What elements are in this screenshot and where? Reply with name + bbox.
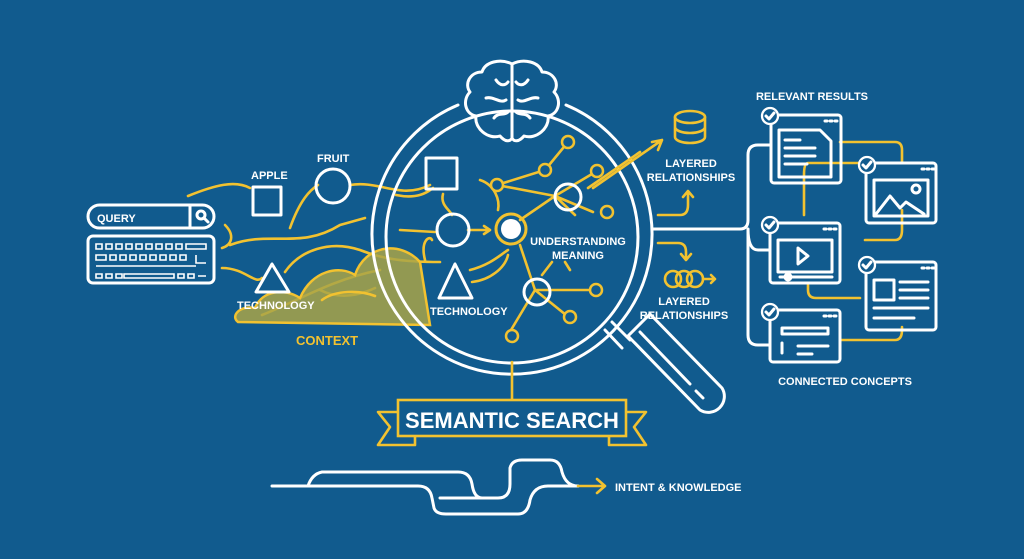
understanding-label-2: MEANING [552, 250, 604, 262]
brain-icon [463, 59, 561, 143]
result-card-form[interactable] [760, 302, 842, 364]
rings-icon [663, 269, 717, 289]
semantic-network [394, 134, 642, 344]
layered-top-line2: RELATIONSHIPS [647, 172, 735, 184]
technology-left-label: TECHNOLOGY [237, 300, 315, 312]
fruit-circle [314, 167, 352, 205]
intent-label: INTENT & KNOWLEDGE [615, 482, 742, 494]
results-footer: CONNECTED CONCEPTS [778, 376, 912, 388]
layered-top-line1: LAYERED [665, 158, 717, 170]
title-ribbon: SEMANTIC SEARCH [376, 360, 648, 447]
database-icon [673, 109, 707, 145]
result-card-video[interactable] [760, 215, 842, 285]
understanding-label-1: UNDERSTANDING [530, 236, 626, 248]
keyboard-icon [86, 234, 216, 285]
page-title: SEMANTIC SEARCH [405, 408, 619, 433]
intent-flow-lines [270, 458, 607, 516]
layered-bottom-line1: LAYERED [658, 296, 710, 308]
result-card-document[interactable] [760, 106, 843, 185]
fruit-label: FRUIT [317, 153, 350, 165]
apple-label: APPLE [251, 170, 288, 182]
context-label: CONTEXT [296, 333, 358, 348]
technology-triangle [254, 262, 291, 294]
apple-square [251, 185, 283, 217]
technology-center-label: TECHNOLOGY [430, 306, 508, 318]
search-icon[interactable] [195, 209, 210, 224]
result-card-image[interactable] [857, 155, 938, 225]
query-label: QUERY [97, 213, 136, 225]
query-search-box[interactable]: QUERY [86, 203, 216, 230]
results-title: RELEVANT RESULTS [756, 91, 868, 103]
context-cloud [233, 247, 432, 327]
layered-bottom-line2: RELATIONSHIPS [640, 310, 728, 322]
result-card-article[interactable] [857, 255, 938, 332]
